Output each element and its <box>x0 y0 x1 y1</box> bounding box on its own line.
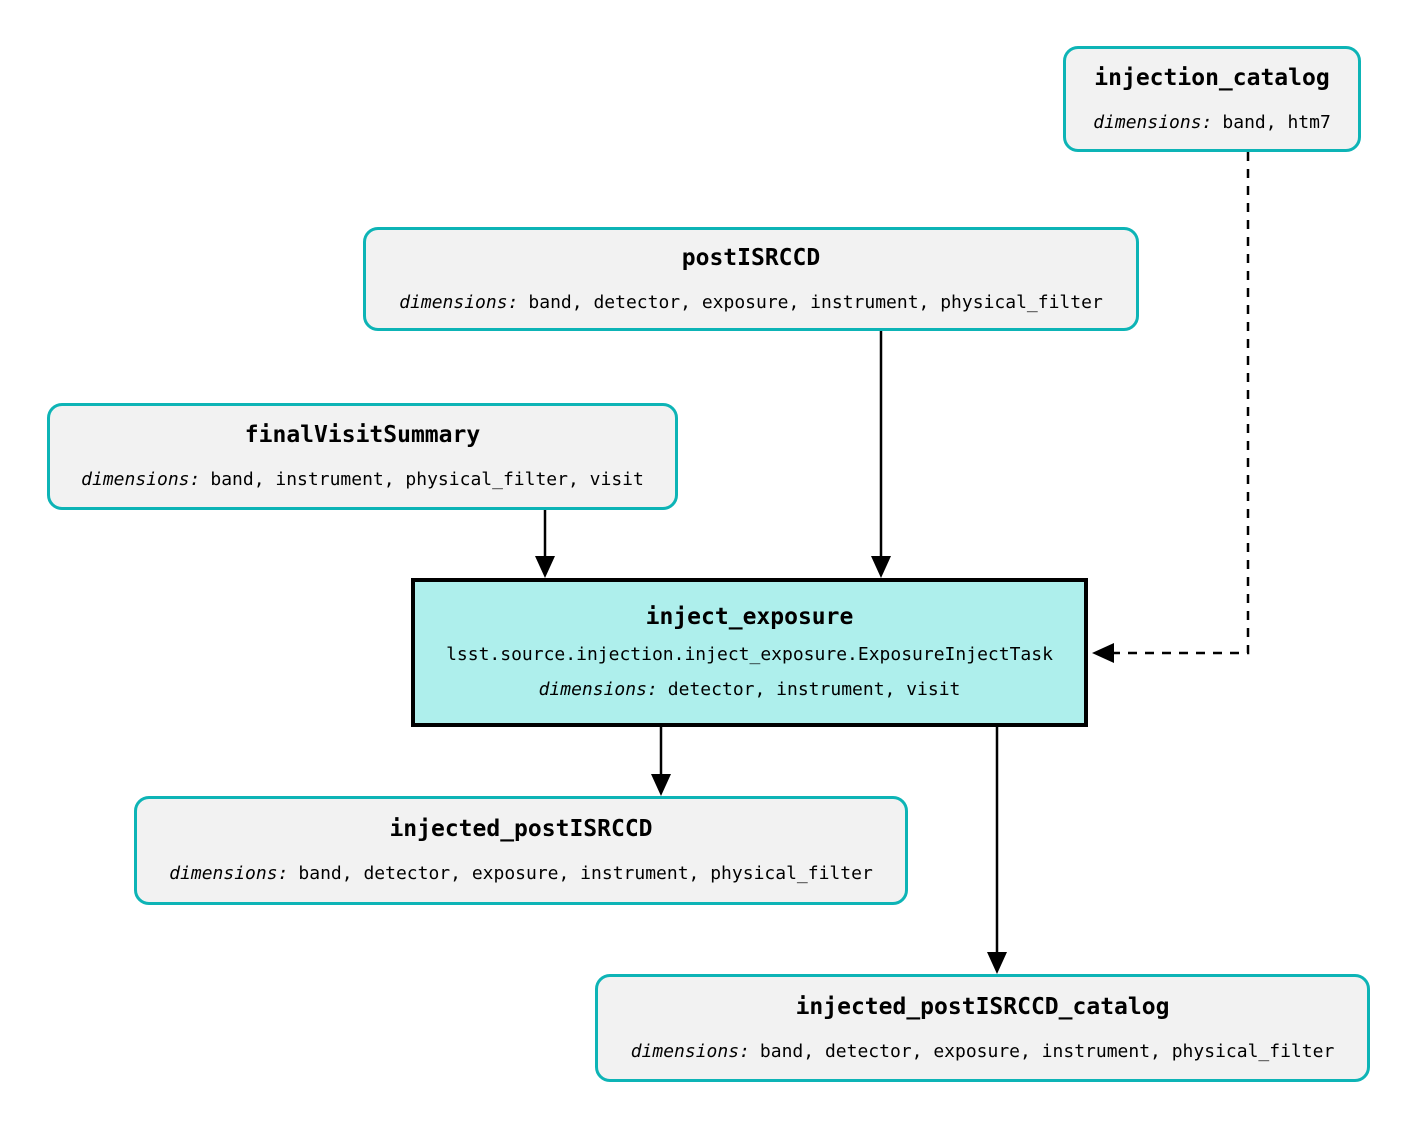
edge-finalvisitsummary-to-inject-exposure <box>535 510 555 578</box>
node-finalvisitsummary: finalVisitSummary dimensions: band, instr… <box>47 403 678 510</box>
dimensions-value: band, detector, exposure, instrument, ph… <box>298 863 873 884</box>
dimensions-value: band, htm7 <box>1222 111 1331 133</box>
node-dimensions: dimensions: band, htm7 <box>1093 111 1331 133</box>
dimensions-label: dimensions: <box>81 469 201 490</box>
edge-postisrccd-to-inject-exposure <box>871 331 891 578</box>
dimensions-value: band, instrument, physical_filter, visit <box>210 469 644 490</box>
node-title: inject_exposure <box>645 604 854 630</box>
node-dimensions: dimensions: band, detector, exposure, ins… <box>630 1040 1335 1062</box>
node-dimensions: dimensions: band, instrument, physical_fi… <box>81 471 644 489</box>
node-title: injection_catalog <box>1094 64 1330 91</box>
node-title: finalVisitSummary <box>244 422 481 448</box>
edge-inject-exposure-to-injected-postisrccd-catalog <box>987 727 1007 974</box>
node-inject-exposure-task: inject_exposure lsst.source.injection.in… <box>411 578 1088 727</box>
node-postisrccd: postISRCCD dimensions: band, detector, ex… <box>363 227 1139 331</box>
node-injected-postisrccd-catalog: injected_postISRCCD_catalog dimensions: b… <box>595 974 1370 1082</box>
node-dimensions: dimensions: detector, instrument, visit <box>539 681 961 699</box>
node-injected-postisrccd: injected_postISRCCD dimensions: band, det… <box>134 796 908 905</box>
node-dimensions: dimensions: band, detector, exposure, ins… <box>169 865 873 883</box>
node-title: injected_postISRCCD <box>389 816 653 842</box>
dimensions-label: dimensions: <box>399 291 519 313</box>
node-injection-catalog: injection_catalog dimensions: band, htm7 <box>1063 46 1361 152</box>
node-title: injected_postISRCCD_catalog <box>795 993 1170 1020</box>
edge-inject-exposure-to-injected-postisrccd <box>651 727 671 796</box>
dimensions-label: dimensions: <box>1093 111 1213 133</box>
task-class-path: lsst.source.injection.inject_exposure.Ex… <box>446 644 1053 665</box>
dimensions-label: dimensions: <box>630 1040 750 1062</box>
dimensions-label: dimensions: <box>169 863 289 884</box>
dimensions-label: dimensions: <box>538 679 658 700</box>
dimensions-value: band, detector, exposure, instrument, ph… <box>528 291 1103 313</box>
dimensions-value: detector, instrument, visit <box>667 679 961 700</box>
dimensions-value: band, detector, exposure, instrument, ph… <box>759 1040 1335 1062</box>
node-dimensions: dimensions: band, detector, exposure, ins… <box>399 291 1103 313</box>
node-title: postISRCCD <box>681 244 821 271</box>
